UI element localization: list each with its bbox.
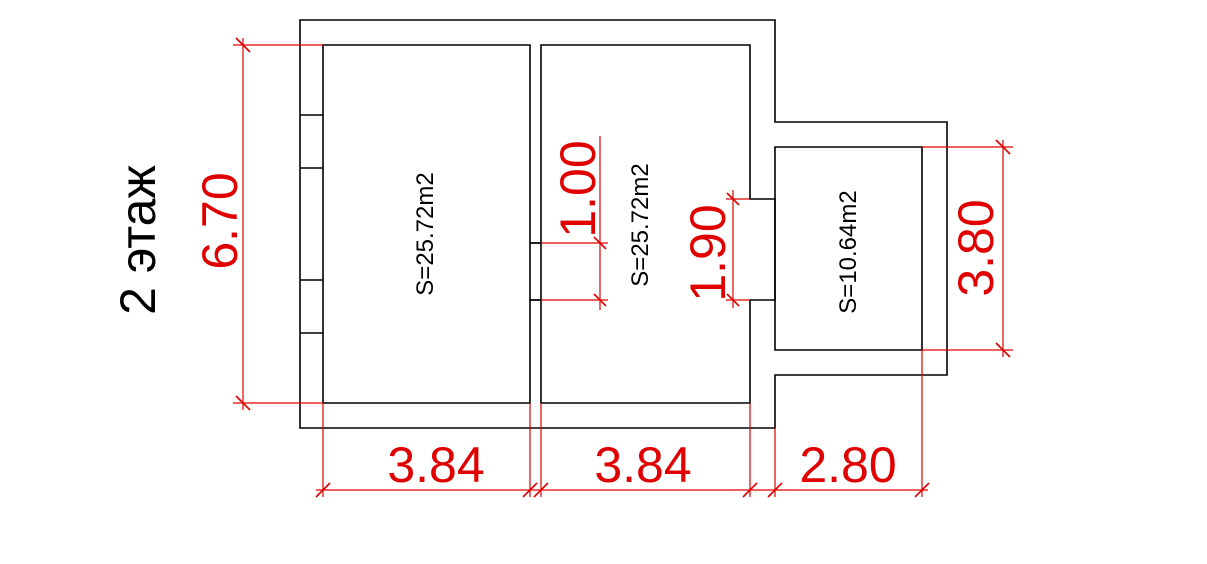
dimension-lines (233, 37, 1013, 498)
dimension-opening-1: 1.00 (550, 140, 606, 237)
dimension-height-room-3: 3.80 (948, 199, 1004, 296)
floor-label: 2 этаж (110, 165, 166, 315)
dimension-opening-2: 1.90 (680, 204, 736, 301)
outer-wall (299, 19, 948, 429)
room-2-area: S=25.72m2 (627, 163, 654, 286)
dimension-width-room-3: 2.80 (799, 437, 896, 493)
dimension-width-room-2: 3.84 (594, 437, 691, 493)
room-3-area: S=10.64m2 (835, 190, 862, 313)
dimension-height-total: 6.70 (192, 172, 248, 269)
room-1-area: S=25.72m2 (412, 172, 439, 295)
dimension-width-room-1: 3.84 (387, 437, 484, 493)
